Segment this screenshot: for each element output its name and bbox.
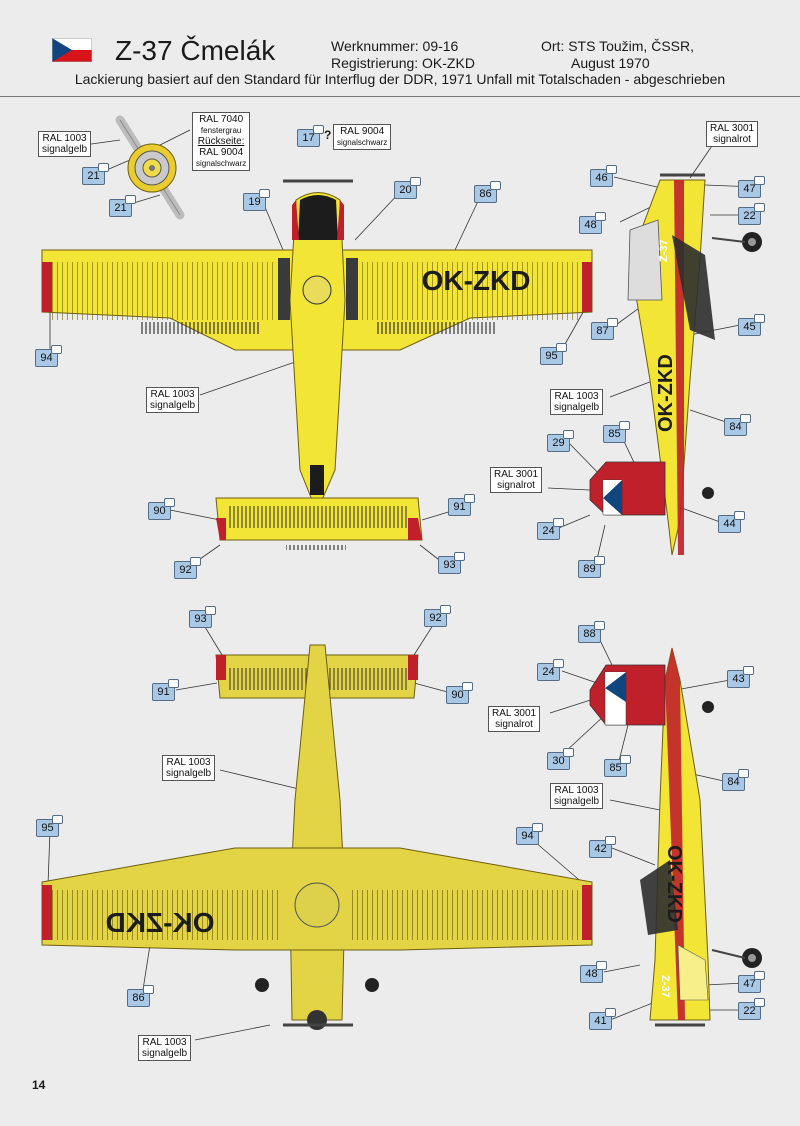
callout: 84 (724, 414, 751, 436)
date: August 1970 (571, 55, 650, 71)
callout: 21 (109, 195, 136, 217)
side-view-upper (589, 173, 762, 556)
werknummer: Werknummer: 09-16 (331, 38, 459, 54)
callout: 84 (722, 769, 749, 791)
callout: 24 (537, 659, 564, 681)
reg-side-upper: OK-ZKD (655, 354, 677, 432)
callout: 90 (148, 498, 175, 520)
callout: 85 (604, 755, 631, 777)
callout: 92 (424, 605, 451, 627)
callout: 44 (718, 511, 745, 533)
callout: 22 (738, 998, 765, 1020)
tail-marking-upper: Z-37 (658, 239, 670, 262)
callout: 30 (547, 748, 574, 770)
callout: 95 (540, 343, 567, 365)
callout: 86 (474, 181, 501, 203)
callout: 92 (174, 557, 201, 579)
callout: 48 (579, 212, 606, 234)
header-divider (0, 96, 800, 97)
callout: 88 (578, 621, 605, 643)
callout: 95 (36, 815, 63, 837)
callout: 87 (591, 318, 618, 340)
callout: 20 (394, 177, 421, 199)
callout: 42 (589, 836, 616, 858)
callout: 91 (152, 679, 179, 701)
callout: 94 (516, 823, 543, 845)
callout: 17 (297, 125, 324, 147)
page-title: Z-37 Čmelák (115, 35, 276, 66)
callout: 45 (738, 314, 765, 336)
callout: 86 (127, 985, 154, 1007)
callout: 46 (590, 165, 617, 187)
page-subtitle: Lackierung basiert auf den Standard für … (74, 71, 726, 87)
callout: 29 (547, 430, 574, 452)
reg-side-lower: OK-ZKD (663, 845, 685, 923)
callout: 47 (738, 971, 765, 993)
callout: 93 (189, 606, 216, 628)
bottom-view-lower (41, 644, 593, 1030)
reg-top-upper: OK-ZKD (422, 265, 531, 296)
callout: 94 (35, 345, 62, 367)
callout: 43 (727, 666, 754, 688)
callout: 47 (738, 176, 765, 198)
callout: 93 (438, 552, 465, 574)
location: Ort: STS Toužim, ČSSR, (541, 38, 694, 54)
callout: 21 (82, 163, 109, 185)
side-view-lower (589, 647, 762, 1027)
registrierung: Registrierung: OK-ZKD (331, 55, 475, 71)
callout: 85 (603, 421, 630, 443)
reg-bottom-lower: OK-ZKD (106, 907, 215, 938)
callout: 24 (537, 518, 564, 540)
callout: 22 (738, 203, 765, 225)
callout: 41 (589, 1008, 616, 1030)
callout: 48 (580, 961, 607, 983)
callout: 89 (578, 556, 605, 578)
unknown-mark: ? (324, 128, 332, 142)
czech-flag-icon (52, 38, 92, 62)
callout: 90 (446, 682, 473, 704)
page-number: 14 (32, 1078, 46, 1092)
top-view-upper (41, 179, 593, 550)
callout: 19 (243, 189, 270, 211)
propeller-detail (115, 115, 185, 220)
callout: 91 (448, 494, 475, 516)
tail-marking-lower: Z-37 (659, 975, 671, 998)
leader-lines (47, 129, 756, 1041)
